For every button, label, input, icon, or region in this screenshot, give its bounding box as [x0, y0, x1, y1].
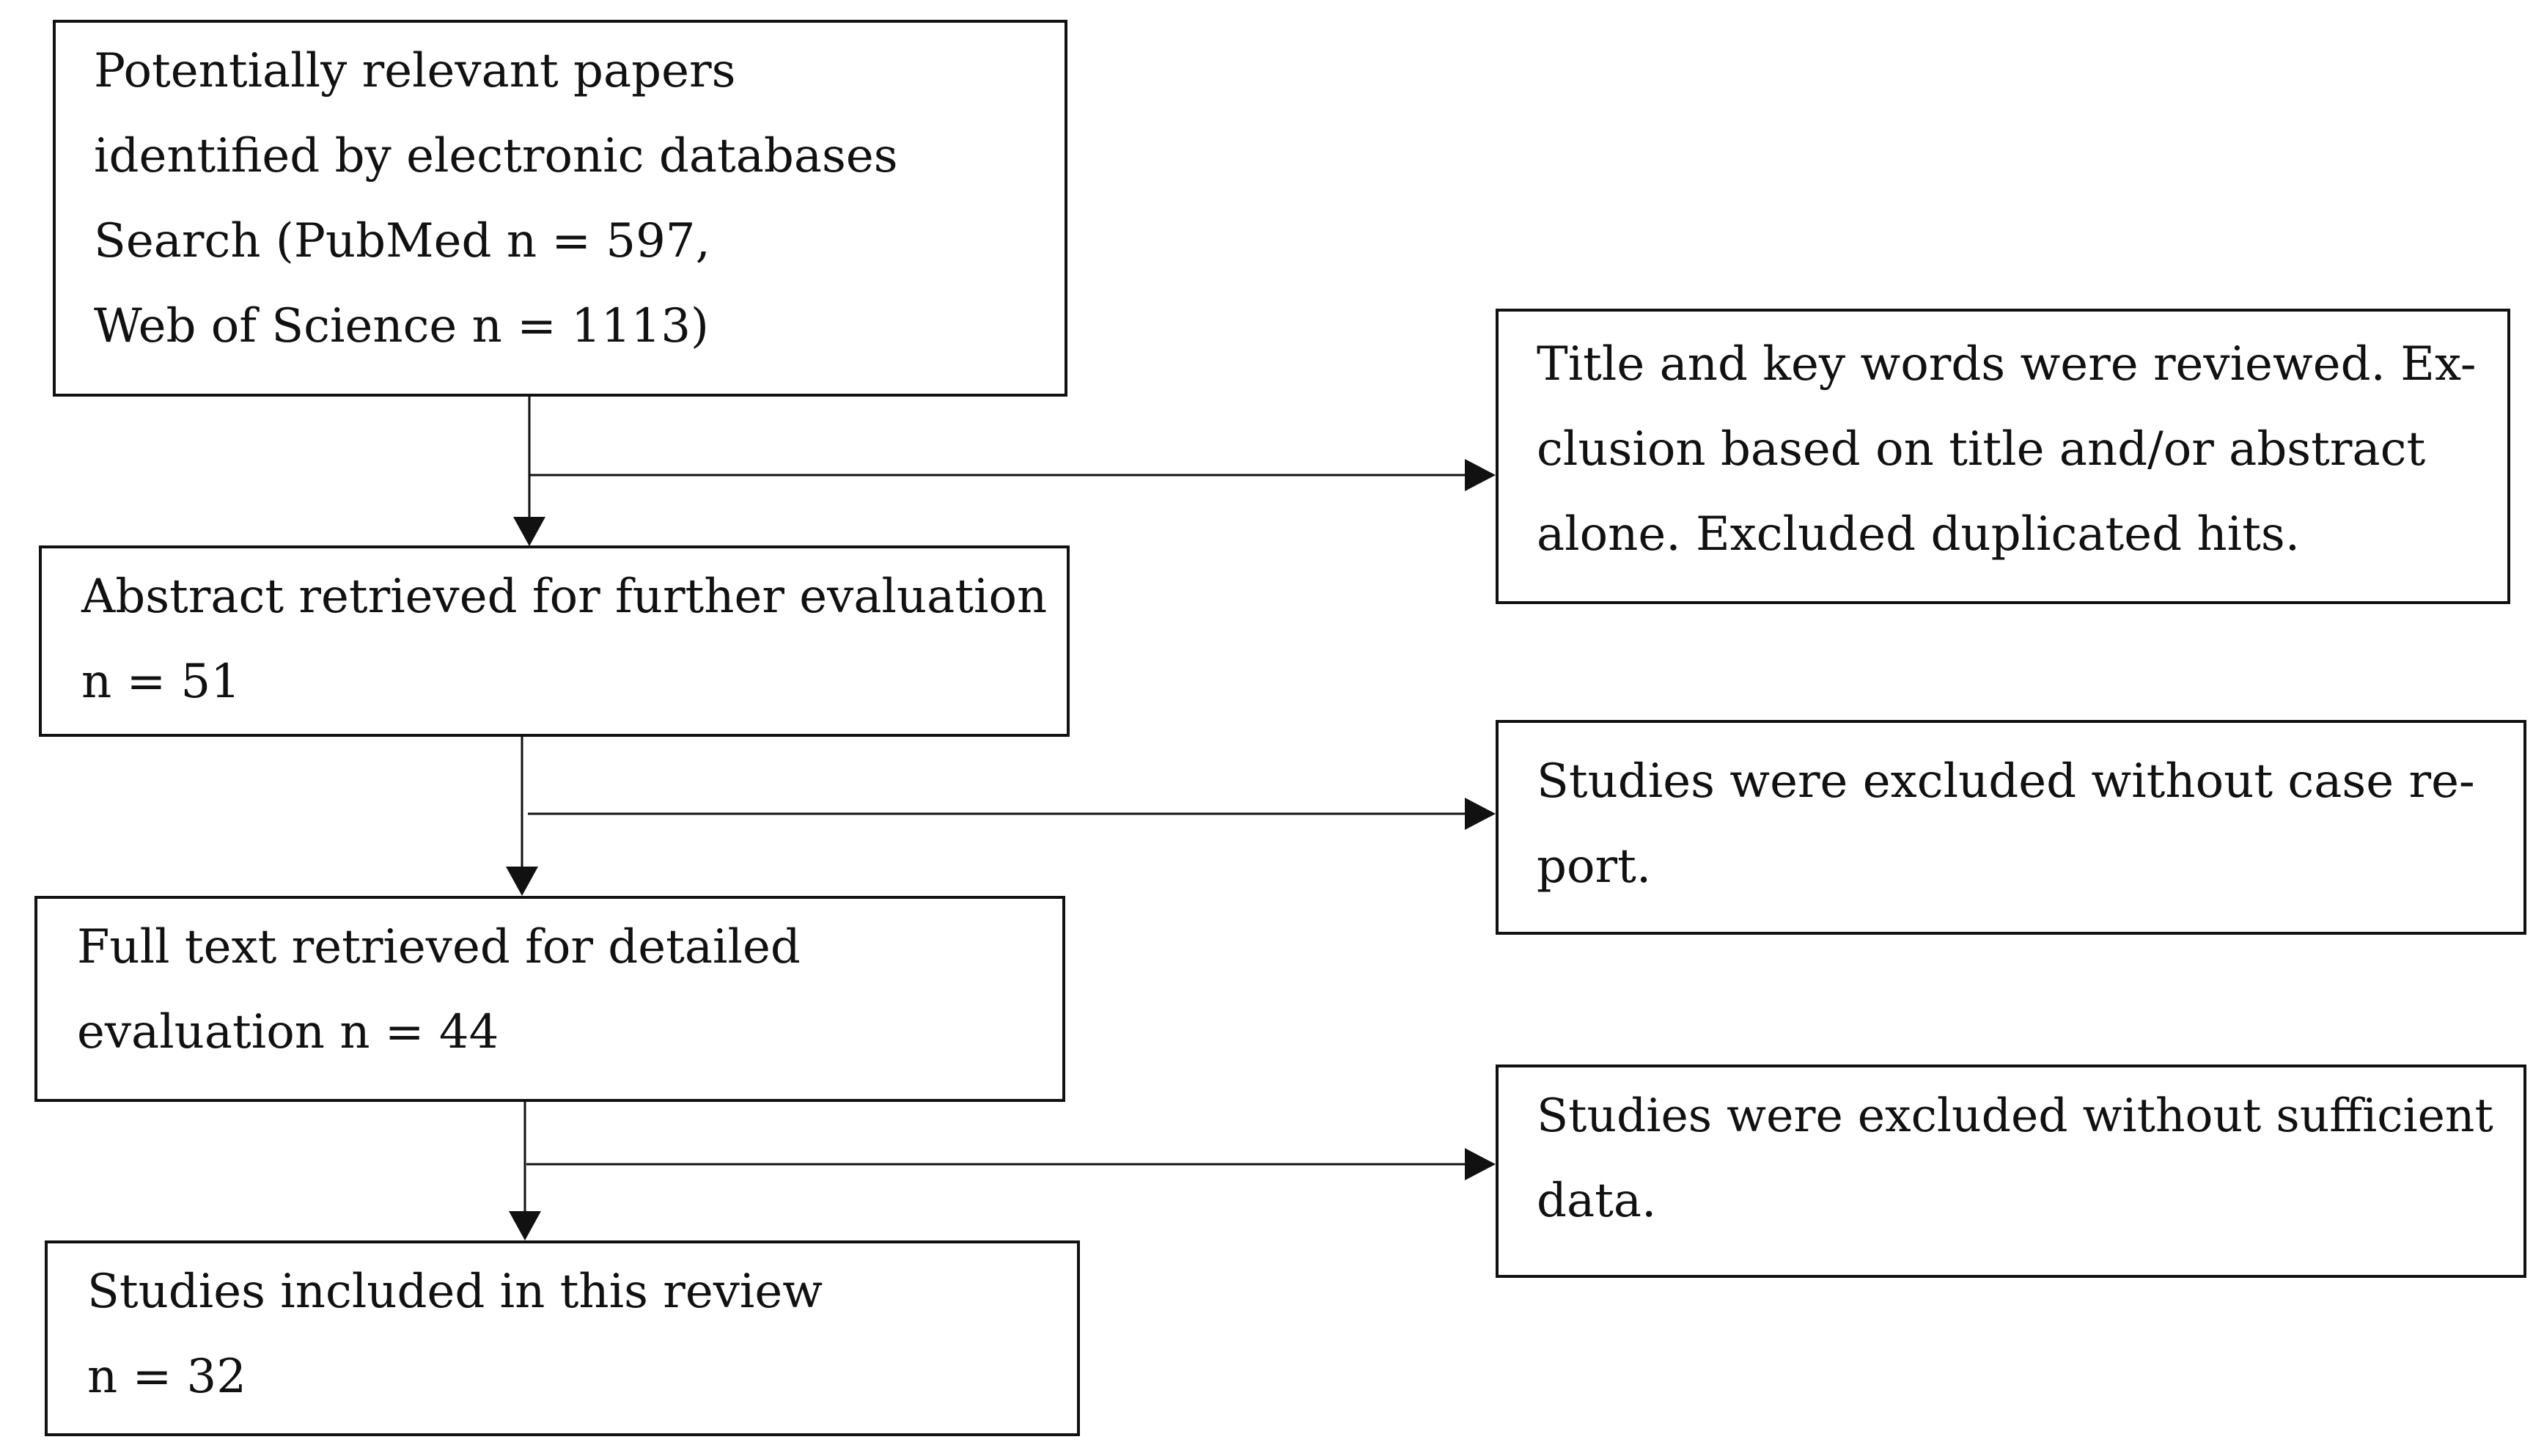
fulltext-line-1: Full text retrieved for detailed [77, 920, 801, 974]
exclusion-data-line-1: Studies were excluded without sufficient [1537, 1089, 2493, 1142]
identified-line-3: Search (PubMed n = 597, [94, 214, 710, 268]
exclusion-title-line-3: alone. Excluded duplicated hits. [1537, 507, 2301, 562]
included-line-1: Studies included in this review [87, 1265, 823, 1319]
exclusion-data-box: Studies were excluded without sufficient… [1496, 1065, 2526, 1278]
arrow-fulltext-to-included [509, 1101, 541, 1240]
exclusion-case-report-line-2: port. [1537, 839, 1652, 894]
exclusion-title-line-1: Title and key words were reviewed. Ex- [1537, 337, 2477, 391]
fulltext-line-2: evaluation n = 44 [77, 1005, 499, 1059]
abstract-line-1: Abstract retrieved for further evaluatio… [81, 570, 1048, 624]
exclusion-title-box: Title and key words were reviewed. Ex- c… [1496, 309, 2510, 604]
arrow-abstract-to-fulltext [506, 736, 538, 896]
exclusion-data-line-2: data. [1537, 1174, 1657, 1228]
included-line-2: n = 32 [87, 1350, 246, 1404]
abstract-line-2: n = 51 [81, 655, 240, 709]
arrow-identified-to-abstract [513, 396, 545, 546]
arrow-to-exclusion-data [526, 1148, 1496, 1180]
fulltext-box: Full text retrieved for detailed evaluat… [34, 896, 1065, 1102]
identified-line-4: Web of Science n = 1113) [94, 299, 709, 353]
exclusion-title-line-2: clusion based on title and/or abstract [1537, 422, 2426, 477]
identified-line-1: Potentially relevant papers [94, 44, 736, 98]
exclusion-case-report-box: Studies were excluded without case re- p… [1496, 720, 2526, 935]
arrow-to-exclusion-case-report [528, 798, 1496, 830]
included-box: Studies included in this review n = 32 [45, 1240, 1080, 1436]
abstract-box: Abstract retrieved for further evaluatio… [39, 545, 1070, 737]
exclusion-case-report-line-1: Studies were excluded without case re- [1537, 754, 2475, 809]
arrow-to-exclusion-title [529, 459, 1496, 491]
identified-line-2: identified by electronic databases [94, 129, 898, 183]
identified-box: Potentially relevant papers identified b… [53, 20, 1067, 397]
